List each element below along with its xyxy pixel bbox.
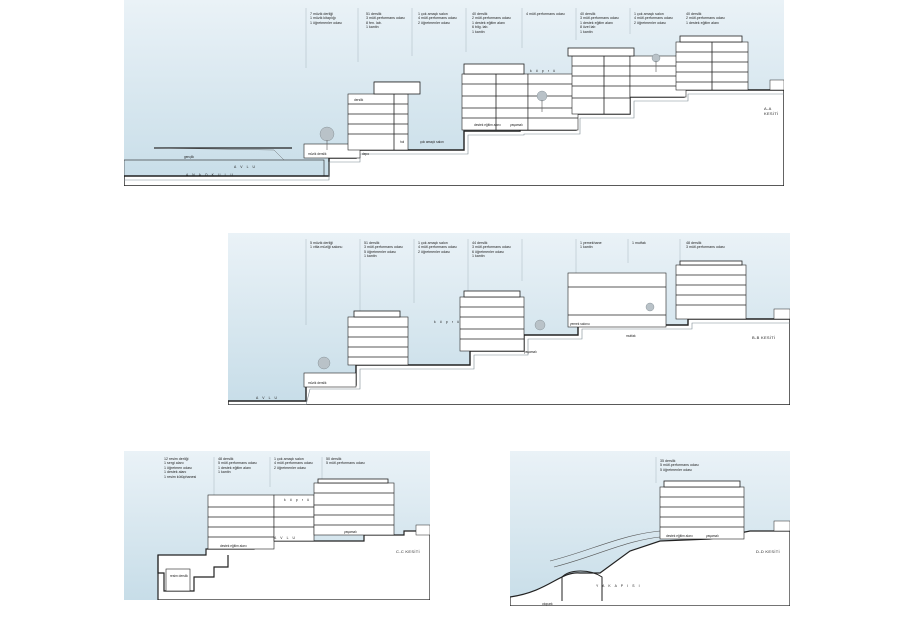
label-kopru: k ö p r ü [530, 69, 557, 73]
label-avlu: A V L U [256, 396, 279, 400]
program-text-7: 1 çok amaçlı salon 4 mütl.performans oda… [634, 12, 673, 25]
label-avlu: A V L U [274, 536, 297, 540]
label-giris: Y A K A P I S I [596, 584, 641, 588]
section-cc: resim derslik A V L U k ö p r ü destek e… [124, 451, 430, 600]
section-aa-drawing: gençlik A V L U A N A O K U L U müzik de… [124, 8, 784, 186]
section-title: A-A KESİTİ [764, 106, 779, 116]
program-text-3: 1 çok amaçlı salon 4 mütl.performans oda… [418, 12, 457, 25]
label-yemek-salonu: yemek salonu [570, 322, 590, 326]
label-zemin: otopark [542, 602, 553, 606]
program-text-6: 1 yemekhane 1 kantin [580, 241, 602, 250]
label-kopru: k ö p r ü [284, 498, 311, 502]
program-text-2: 51 derslik 3 mütl.performans odası 8 fen… [366, 12, 405, 30]
label-kopru: k ö p r ü [434, 320, 461, 324]
label-yasamali: yaşamalı [706, 534, 719, 538]
label-hol: hol [400, 140, 405, 144]
program-text-2: 51 derslik 3 mütl.performans odası 5 öğr… [364, 241, 403, 259]
program-text-1: 5 müzik derliği 1 vitla müziği salonu [310, 241, 343, 250]
program-text-4: 40 derslik 2 mütl.performans odası 1 des… [472, 12, 511, 34]
program-text-4: 50 derslik 5 mütl.performans odası [326, 457, 365, 466]
program-text-6: 40 derslik 3 mütl.performans odası 1 des… [580, 12, 619, 34]
label-mutfak: mutfak [626, 334, 636, 338]
program-text-8: 40 derslik 2 mütl.performans odası 1 des… [686, 12, 725, 25]
label-avlu: A V L U [234, 165, 257, 169]
label-muzik-derslik: müzik derslik [308, 152, 327, 156]
section-aa: gençlik A V L U A N A O K U L U müzik de… [124, 0, 784, 186]
program-text-8: 48 derslik 3 mütl.performans odası [686, 241, 725, 250]
program-text-3: 1 çok amaçlı salon 4 mütl.performans oda… [418, 241, 457, 254]
label-yasamali: yaşamalı [524, 350, 537, 354]
label-destek: destek eğitim alanı [474, 123, 501, 127]
label-yasamali: yaşamalı [344, 530, 357, 534]
program-text-4: 44 derslik 3 mütl.performans odası 6 öğr… [472, 241, 511, 259]
label-depo: depo [362, 152, 369, 156]
program-text-2: 48 derslik 5 mütl.performans odası 1 des… [218, 457, 257, 475]
section-title: B-B KESİTİ [752, 335, 776, 340]
label-anaokulu: A N A O K U L U [186, 173, 235, 177]
program-text-1: 35 derslik 5 mütl.performans odası 5 öğr… [660, 459, 699, 472]
section-title: D-D KESİTİ [756, 549, 780, 554]
label-destek: destek eğitim alanı [220, 544, 247, 548]
section-title: C-C KESİTİ [396, 549, 420, 554]
label-destek: destek eğitim alanı [666, 534, 693, 538]
section-dd-drawing: Y A K A P I S I destek eğitim alanı yaşa… [510, 457, 790, 606]
label-genclik: gençlik [184, 155, 194, 159]
label-derslik: derslik [354, 98, 364, 102]
section-cc-drawing: resim derslik A V L U k ö p r ü destek e… [157, 457, 430, 600]
label-cok-amacli-salon: çok amaçlı salon [420, 140, 444, 144]
label-yasamali: yaşamalı [510, 123, 523, 127]
label-muzik-derslik: müzik derslik [308, 381, 327, 385]
program-text-1: 12 resim derliği 1 sergi alanı 1 öğretme… [164, 457, 197, 479]
program-text-7: 1 mutfak [632, 241, 646, 245]
section-bb-drawing: A V L U müzik derslik yemek salonu mutfa… [228, 239, 790, 405]
program-text-3: 1 çok amaçlı salon 4 mütl.performans oda… [274, 457, 313, 470]
section-bb: A V L U müzik derslik yemek salonu mutfa… [228, 233, 790, 405]
program-text-1: 7 müzik derliği 1 müzik kitaplığı 1 öğre… [310, 12, 342, 25]
section-dd: Y A K A P I S I destek eğitim alanı yaşa… [510, 451, 790, 606]
label-resim-derslik: resim derslik [170, 574, 188, 578]
program-text-5: 4 mütl.performans odası [526, 12, 565, 16]
